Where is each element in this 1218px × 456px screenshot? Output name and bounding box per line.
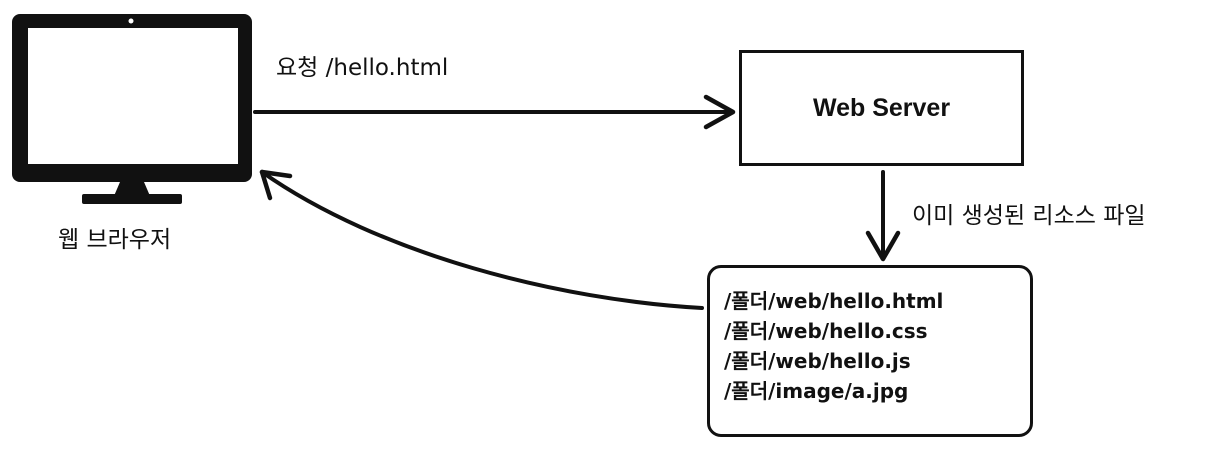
web-server-box: Web Server (739, 50, 1024, 166)
file-item: /폴더/web/hello.css (724, 319, 928, 343)
request-label: 요청 /hello.html (276, 55, 449, 81)
file-item: /폴더/web/hello.html (724, 289, 944, 313)
resource-label: 이미 생성된 리소스 파일 (912, 203, 1146, 229)
monitor-icon (12, 14, 252, 204)
browser-label: 웹 브라우저 (58, 227, 172, 253)
file-item: /폴더/web/hello.js (724, 349, 911, 373)
file-item: /폴더/image/a.jpg (724, 379, 909, 403)
web-server-label: Web Server (812, 93, 951, 122)
request-arrow (253, 94, 736, 130)
resource-arrow (865, 170, 901, 262)
response-arrow (259, 169, 704, 310)
file-list-box: /폴더/web/hello.html /폴더/web/hello.css /폴더… (707, 265, 1033, 437)
